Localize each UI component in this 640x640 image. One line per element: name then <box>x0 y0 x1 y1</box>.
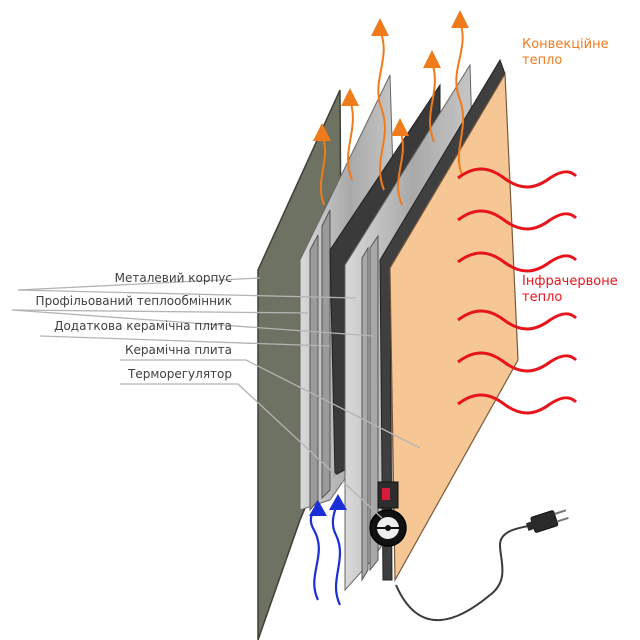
convection-label-line1: Конвекційне <box>522 37 609 52</box>
leader-lines <box>11 277 421 519</box>
indicator-light-icon <box>382 488 390 500</box>
label-thermostat: Терморегулятор <box>127 367 232 381</box>
infrared-label-line2: тепло <box>522 290 562 305</box>
up-arrow-icon <box>309 494 347 516</box>
heat-exchanger-fins <box>309 209 331 512</box>
power-cable <box>395 525 529 621</box>
label-ceramic-plate: Керамічна плита <box>125 343 232 357</box>
convection-label-line2: тепло <box>522 53 562 68</box>
label-extra-ceramic-plate: Додаткова керамічна плита <box>54 319 232 333</box>
up-arrow-icon <box>313 10 469 141</box>
heat-exchanger-front-fins <box>361 234 379 582</box>
convection-arrows <box>319 21 465 206</box>
label-metal-case: Металевий корпус <box>115 271 232 285</box>
label-heat-exchanger: Профільований теплообмінник <box>36 294 232 308</box>
infrared-label-line1: Інфрачервоне <box>522 274 618 289</box>
power-plug-icon <box>526 509 569 533</box>
thermostat-unit <box>369 481 407 547</box>
heat-wave-icon <box>457 167 578 415</box>
ceramic-plate-panel <box>389 71 519 583</box>
